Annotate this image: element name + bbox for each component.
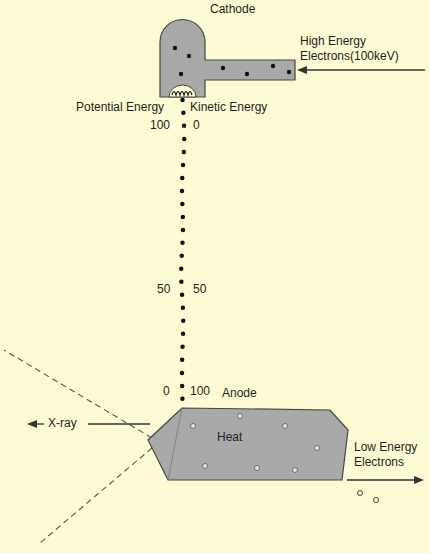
electron-dot	[293, 468, 298, 473]
arrow-head	[297, 66, 307, 74]
arrow-shaft	[88, 423, 150, 424]
electron-dot	[374, 498, 379, 503]
arrow-head	[414, 476, 424, 484]
beam-edge	[4, 350, 152, 438]
electron-dot	[173, 46, 177, 50]
arrow-shaft	[36, 423, 44, 424]
electron-stream	[181, 100, 184, 402]
arrow-shaft	[306, 69, 425, 70]
anode-node: AnodeHeat	[145, 386, 350, 482]
anode-body	[148, 408, 348, 480]
xray-beam	[4, 350, 152, 543]
electron-dot	[287, 70, 291, 74]
output-label: Low Energy Electrons	[354, 440, 424, 470]
electron-dot	[221, 66, 225, 70]
energy-value: 50	[193, 282, 206, 297]
electron-dot	[271, 64, 275, 68]
electron-dot	[187, 54, 191, 58]
region-label: Heat	[217, 430, 242, 445]
energy-value: 50	[157, 282, 170, 297]
filament-cup	[169, 85, 196, 97]
anode-shape	[145, 386, 350, 482]
electron-dot	[358, 491, 363, 496]
energy-value: 0	[163, 384, 170, 399]
incoming-electron-arrow	[297, 66, 425, 74]
part-name: Anode	[222, 386, 257, 401]
cathode-shape	[155, 2, 300, 97]
electron-dot	[203, 464, 208, 469]
cathode-body	[160, 20, 295, 98]
outgoing-electron-arrow	[347, 476, 424, 503]
arrow-shaft	[347, 479, 414, 480]
cathode-node: Cathode	[155, 2, 300, 97]
beam-edge	[40, 448, 152, 543]
electron-dot	[255, 466, 260, 471]
electron-dot	[283, 424, 288, 429]
energy-value: 0	[193, 118, 200, 133]
beam-label: High Energy Electrons(100keV)	[300, 34, 418, 64]
output-label: X-ray	[48, 416, 77, 431]
anode-facet	[168, 408, 182, 480]
electron-dot	[238, 414, 243, 419]
electron-dot	[315, 446, 320, 451]
electron-dot	[191, 424, 196, 429]
part-name: Cathode	[210, 2, 255, 17]
arrow-head	[27, 420, 37, 428]
electron-dot	[245, 72, 249, 76]
axis-label: Kinetic Energy	[190, 100, 267, 115]
energy-value: 100	[190, 384, 210, 399]
electron-dot	[179, 72, 183, 76]
energy-value: 100	[150, 118, 170, 133]
filament-coil	[172, 92, 192, 96]
axis-label: Potential Energy	[76, 100, 164, 115]
